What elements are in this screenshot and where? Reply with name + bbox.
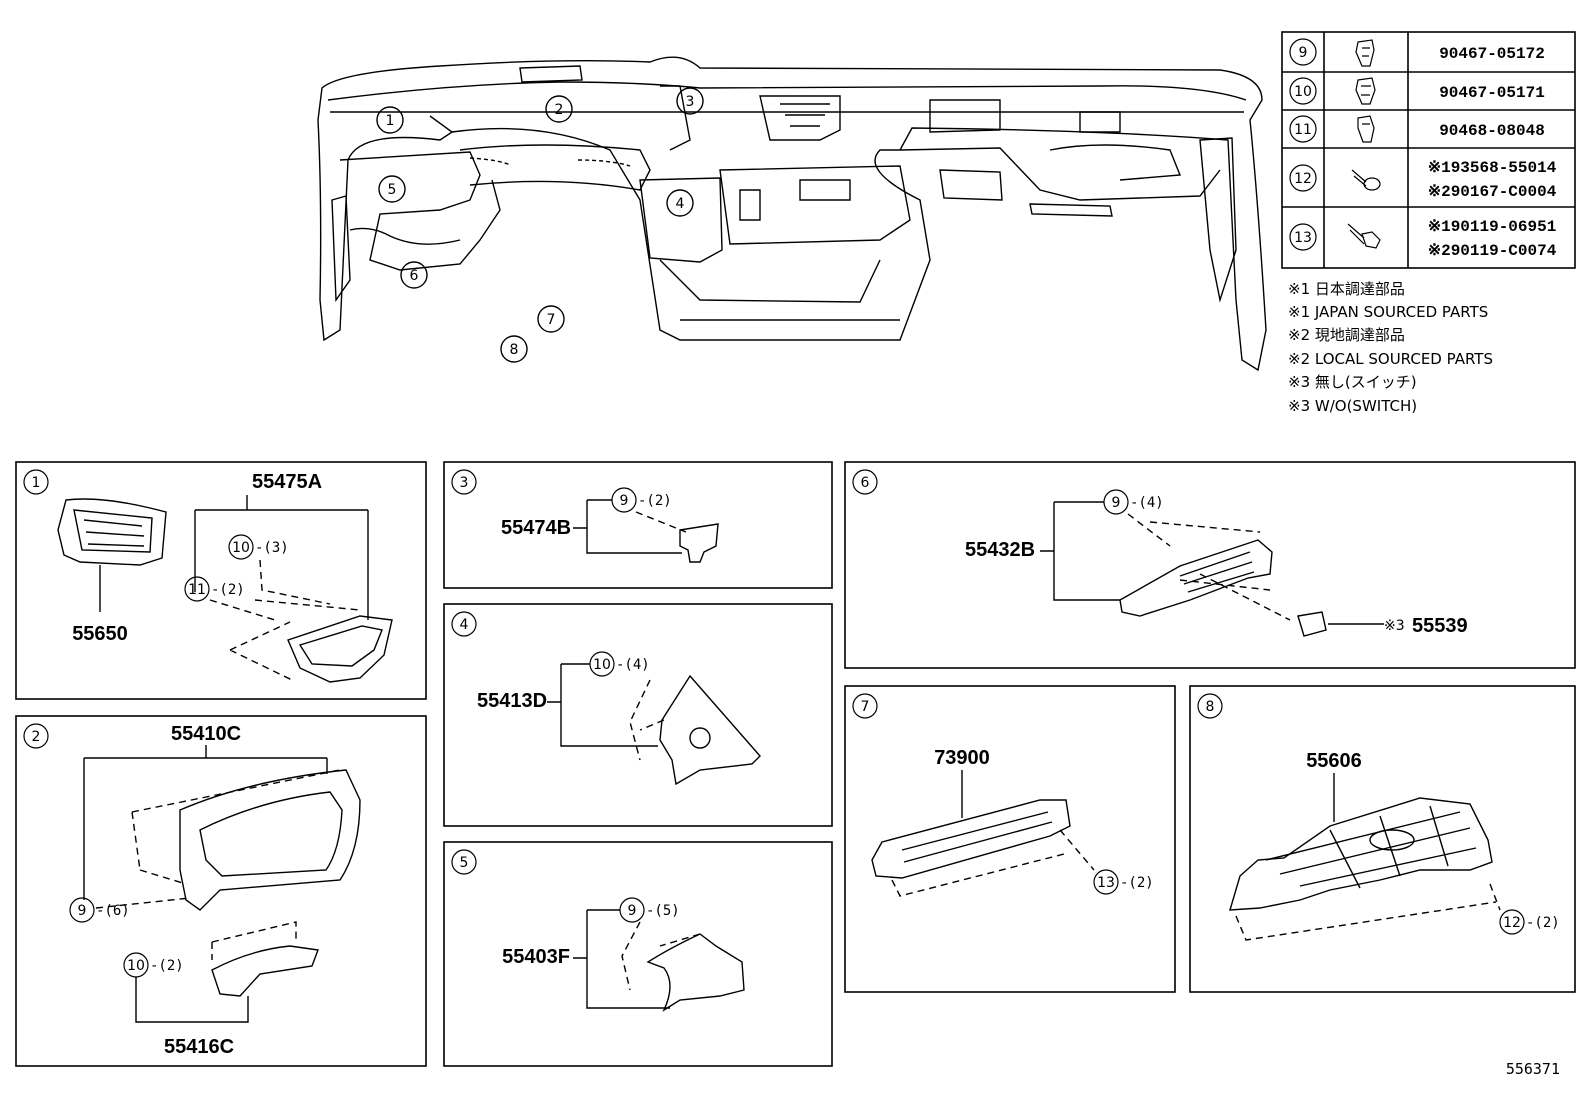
svg-text:3: 3 — [460, 475, 469, 491]
svg-text:90467-05172: 90467-05172 — [1439, 45, 1545, 63]
callout-3 — [676, 87, 704, 115]
fastener-table: 9 90467-05172 10 90467-05171 11 90468-08… — [1281, 31, 1576, 269]
svg-text:6: 6 — [410, 268, 419, 284]
part-number: 55650 — [72, 623, 128, 645]
svg-text:-(6): -(6) — [96, 903, 130, 919]
svg-text:-(2): -(2) — [638, 493, 672, 509]
svg-text:8: 8 — [510, 342, 519, 358]
svg-text:90467-05171: 90467-05171 — [1439, 84, 1545, 102]
svg-text:-(2): -(2) — [1120, 875, 1154, 891]
svg-text:11: 11 — [1294, 122, 1312, 138]
table-row: 12 ※193568-55014 ※290167-C0004 — [1289, 159, 1557, 201]
svg-text:-(4): -(4) — [616, 657, 650, 673]
callout-6 — [400, 261, 428, 289]
part-number: 55416C — [164, 1036, 234, 1058]
svg-text:4: 4 — [460, 617, 469, 633]
callout-7 — [537, 305, 565, 333]
part-number: 55474B — [501, 517, 571, 539]
note-line: ※1 JAPAN SOURCED PARTS — [1288, 303, 1488, 321]
svg-text:-(2): -(2) — [150, 958, 184, 974]
svg-text:8: 8 — [1206, 699, 1215, 715]
instrument-panel-overview — [317, 56, 1267, 372]
svg-text:5: 5 — [460, 855, 469, 871]
svg-text:-(4): -(4) — [1130, 495, 1164, 511]
detail-panel-5: 5 55403F 9 -(5) — [443, 841, 833, 1067]
callout-8 — [500, 335, 528, 363]
svg-text:2: 2 — [32, 729, 41, 745]
svg-text:7: 7 — [547, 312, 556, 328]
svg-text:9: 9 — [1112, 495, 1121, 511]
svg-text:10: 10 — [232, 540, 250, 556]
detail-panel-1: 1 55475A 55650 10 -(3) 11 -(2) — [15, 461, 427, 700]
svg-text:9: 9 — [620, 493, 629, 509]
svg-text:※290119-C0074: ※290119-C0074 — [1428, 242, 1557, 260]
part-number: 55413D — [477, 690, 547, 712]
detail-panel-6: 6 55432B 9 -(4) ※3 55539 — [844, 461, 1576, 669]
svg-text:10: 10 — [593, 657, 611, 673]
part-number: 55432B — [965, 539, 1035, 561]
svg-text:7: 7 — [861, 699, 870, 715]
svg-text:4: 4 — [676, 196, 685, 212]
part-number: 55475A — [252, 471, 322, 493]
svg-text:9: 9 — [628, 903, 637, 919]
detail-panel-7: 7 73900 13 -(2) — [844, 685, 1176, 993]
svg-text:※193568-55014: ※193568-55014 — [1428, 159, 1557, 177]
svg-text:11: 11 — [188, 582, 206, 598]
part-number: 55410C — [171, 723, 241, 745]
bolt-icon — [1347, 223, 1381, 249]
part-number: 55403F — [502, 946, 570, 968]
svg-text:13: 13 — [1294, 230, 1312, 246]
svg-text:10: 10 — [1294, 84, 1312, 100]
clip-icon — [1355, 39, 1375, 67]
clip-icon — [1355, 77, 1376, 105]
note-line: ※2 LOCAL SOURCED PARTS — [1288, 350, 1493, 368]
diagram-reference-number: 556371 — [1506, 1060, 1560, 1078]
svg-text:※290167-C0004: ※290167-C0004 — [1428, 183, 1557, 201]
callout-2 — [545, 95, 573, 123]
table-row: 9 90467-05172 — [1289, 38, 1545, 67]
detail-panel-4: 4 55413D 10 -(4) — [443, 603, 833, 827]
callout-4 — [666, 189, 694, 217]
svg-text:6: 6 — [861, 475, 870, 491]
svg-text:2: 2 — [555, 102, 564, 118]
svg-text:※3: ※3 — [1384, 618, 1405, 634]
svg-text:5: 5 — [388, 182, 397, 198]
note-line: ※3 無し(スイッチ) — [1288, 373, 1417, 391]
part-number: 73900 — [934, 747, 990, 769]
svg-text:9: 9 — [1299, 45, 1308, 61]
part-number: 55539 — [1412, 615, 1468, 637]
detail-panel-8: 8 55606 12 -(2) — [1189, 685, 1576, 993]
detail-panel-2: 2 55410C 9 -(6) 10 -(2) 55416C — [15, 715, 427, 1067]
svg-text:1: 1 — [386, 113, 395, 129]
svg-text:13: 13 — [1097, 875, 1115, 891]
svg-text:-(2): -(2) — [1526, 915, 1560, 931]
svg-text:90468-08048: 90468-08048 — [1439, 122, 1545, 140]
clip-icon — [1357, 115, 1375, 143]
notes: ※1 日本調達部品 ※1 JAPAN SOURCED PARTS ※2 現地調達… — [1288, 280, 1493, 415]
svg-text:3: 3 — [686, 94, 695, 110]
note-line: ※3 W/O(SWITCH) — [1288, 397, 1417, 415]
svg-text:12: 12 — [1294, 171, 1312, 187]
svg-text:9: 9 — [78, 903, 87, 919]
table-row: 13 ※190119-06951 ※290119-C0074 — [1289, 218, 1557, 260]
svg-text:-(5): -(5) — [646, 903, 680, 919]
table-row: 10 90467-05171 — [1289, 77, 1545, 105]
note-line: ※2 現地調達部品 — [1288, 326, 1405, 344]
overview-callouts: 1 2 3 4 5 6 7 8 — [376, 87, 704, 363]
detail-panel-3: 3 55474B 9 -(2) — [443, 461, 833, 589]
screw-icon — [1351, 169, 1381, 191]
note-line: ※1 日本調達部品 — [1288, 280, 1405, 298]
svg-text:1: 1 — [32, 475, 41, 491]
svg-text:12: 12 — [1503, 915, 1521, 931]
callout-5 — [378, 175, 406, 203]
table-row: 11 90468-08048 — [1289, 115, 1545, 143]
part-number: 55606 — [1306, 750, 1362, 772]
svg-text:-(3): -(3) — [255, 540, 289, 556]
svg-text:10: 10 — [127, 958, 145, 974]
svg-text:-(2): -(2) — [211, 582, 245, 598]
callout-1 — [376, 106, 404, 134]
svg-text:※190119-06951: ※190119-06951 — [1428, 218, 1557, 236]
